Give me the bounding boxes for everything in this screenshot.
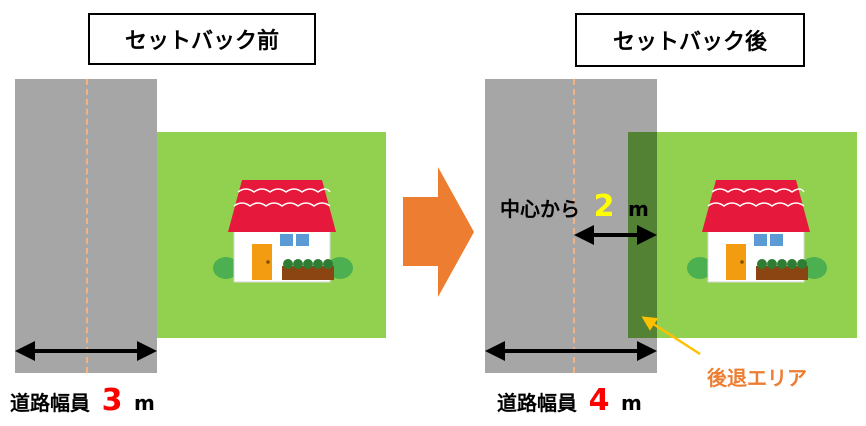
before-title-text: セットバック前: [124, 29, 279, 54]
after-width-value: 4: [588, 383, 610, 418]
after-width-prefix: 道路幅員: [497, 391, 577, 415]
transition-arrow-icon: [403, 167, 474, 297]
before-width-prefix: 道路幅員: [10, 391, 90, 415]
after-width-unit: m: [621, 391, 642, 415]
after-house-icon: [686, 179, 828, 283]
setback-pointer-arrow: [641, 316, 701, 356]
after-title-text: セットバック後: [612, 30, 767, 55]
before-width-value: 3: [101, 383, 123, 418]
before-house-icon: [212, 179, 354, 283]
before-title: セットバック前: [88, 13, 316, 65]
after-width-label: 道路幅員 4 m: [497, 386, 642, 416]
center-distance-value: 2: [593, 189, 615, 224]
setback-area-label: 後退エリア: [707, 366, 807, 390]
center-distance-label: 中心から 2 m: [500, 192, 649, 222]
before-width-unit: m: [134, 391, 155, 415]
center-distance-unit: m: [628, 197, 649, 221]
before-width-label: 道路幅員 3 m: [10, 386, 155, 416]
center-distance-prefix: 中心から: [500, 197, 580, 221]
before-road-center-line: [86, 79, 88, 373]
after-title: セットバック後: [575, 13, 805, 67]
